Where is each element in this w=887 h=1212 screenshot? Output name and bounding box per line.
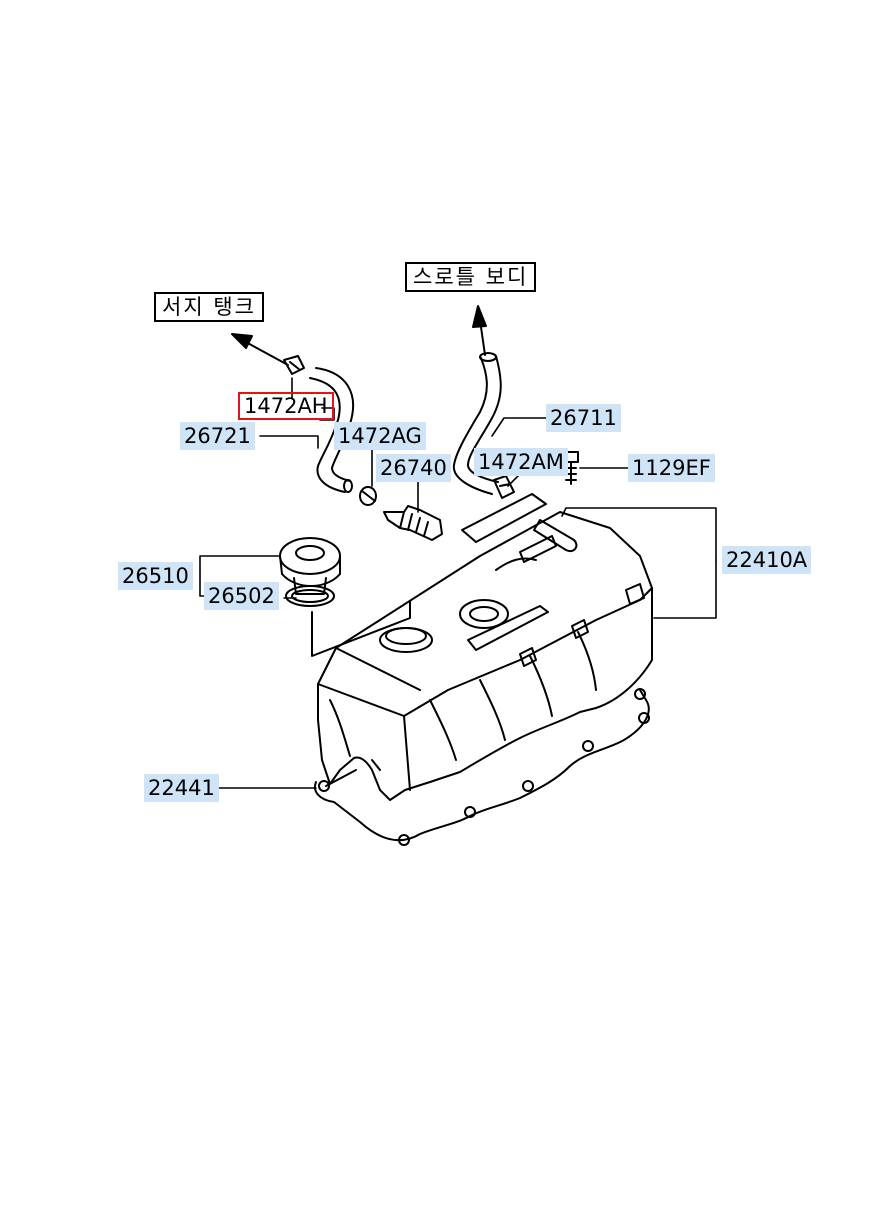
pcv-valve-26740 [383, 505, 443, 541]
part-label-26510[interactable]: 26510 [118, 562, 193, 590]
throttle-body-arrow [472, 305, 487, 356]
cap-guide-line [311, 601, 411, 657]
destination-throttle-body: 스로틀 보디 [405, 262, 537, 292]
part-label-26740[interactable]: 26740 [376, 454, 451, 482]
part-label-1472AM[interactable]: 1472AM [474, 448, 568, 476]
gasket-26502 [285, 585, 335, 607]
valve-cover-22410A [317, 493, 653, 801]
surge-tank-arrow [231, 333, 289, 366]
part-label-26721[interactable]: 26721 [180, 422, 255, 450]
clamp-1472AM [493, 475, 515, 499]
part-label-26711[interactable]: 26711 [546, 404, 621, 432]
part-label-22441[interactable]: 22441 [144, 774, 219, 802]
part-label-1472AG[interactable]: 1472AG [334, 422, 426, 450]
clamp-1472AH [283, 355, 305, 375]
leader-lines [199, 377, 717, 789]
part-label-22410A[interactable]: 22410A [722, 546, 812, 574]
clamp-1472AG [359, 486, 377, 506]
part-label-1472AH[interactable]: 1472AH [238, 392, 334, 420]
gasket-22441 [314, 688, 650, 846]
part-label-26502[interactable]: 26502 [204, 582, 279, 610]
destination-surge-tank: 서지 탱크 [154, 292, 264, 322]
part-label-1129EF[interactable]: 1129EF [628, 454, 715, 482]
